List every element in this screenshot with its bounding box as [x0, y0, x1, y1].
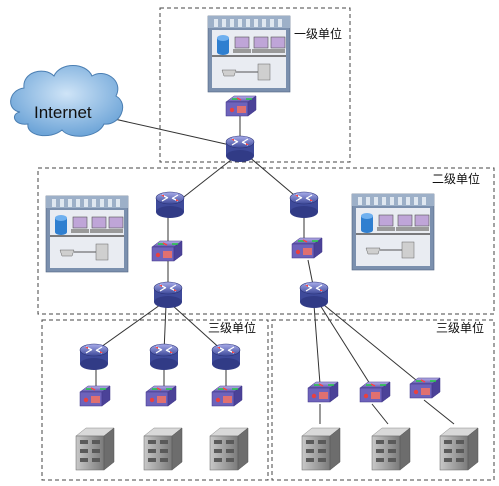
- level2-region-label: 二级单位: [432, 172, 481, 186]
- level3-right-switch-1: [307, 381, 339, 403]
- level1-region-label: 一级单位: [294, 27, 343, 41]
- level2-right-lower-router: [299, 281, 329, 309]
- level3-right-switch-2: [359, 381, 391, 403]
- level2-left-office-building: [45, 195, 129, 273]
- level2-left-switch: [151, 240, 183, 262]
- level3-left-switch-1: [79, 385, 111, 407]
- level2-right-switch: [291, 237, 323, 259]
- level2-right-upper-router: [289, 191, 319, 219]
- level1-office-building: [207, 15, 291, 93]
- level2-region: [37, 167, 495, 315]
- level3-left-region: [41, 319, 269, 481]
- level3-left-server-3: [209, 427, 249, 471]
- level3-left-server-2: [143, 427, 183, 471]
- level2-left-lower-router: [153, 281, 183, 309]
- level3-right-server-3: [439, 427, 479, 471]
- level3-right-region: [271, 319, 495, 481]
- level3-right-server-1: [301, 427, 341, 471]
- level3-right-region-label: 三级单位: [436, 321, 485, 335]
- level3-right-switch-3: [409, 377, 441, 399]
- level1-switch: [225, 95, 257, 117]
- level3-left-server-1: [75, 427, 115, 471]
- internet-label: Internet: [34, 103, 92, 122]
- level2-left-upper-router: [155, 191, 185, 219]
- level1-router: [225, 135, 255, 163]
- internet-cloud: [10, 65, 124, 137]
- level3-right-server-links: [319, 399, 455, 425]
- level3-left-router-2: [149, 343, 179, 371]
- level3-left-router-1: [79, 343, 109, 371]
- level3-right-server-2: [371, 427, 411, 471]
- level2-right-office-building: [351, 193, 435, 271]
- level3-left-router-3: [211, 343, 241, 371]
- level1-region: [159, 7, 351, 163]
- level3-left-switch-3: [211, 385, 243, 407]
- level3-left-region-label: 三级单位: [208, 321, 257, 335]
- level3-left-switch-2: [145, 385, 177, 407]
